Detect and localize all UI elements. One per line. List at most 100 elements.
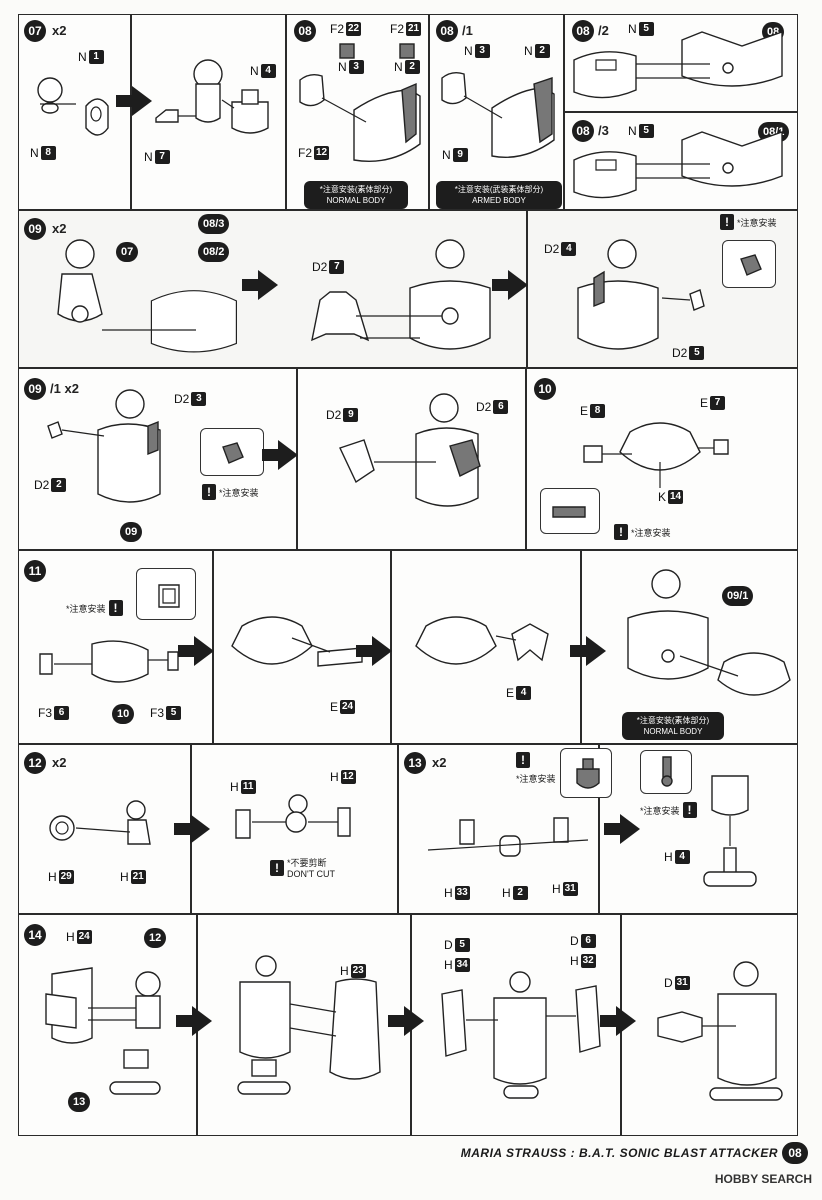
hip-with-e24: [231, 616, 363, 667]
hip-assembly: [583, 422, 729, 488]
caution-note-text: *注意安装: [516, 774, 556, 784]
caution-callout: [560, 748, 612, 798]
page-number: 08: [782, 1142, 808, 1164]
step-08-2-sub: /2: [598, 23, 609, 38]
step-09-1-number: 09: [24, 378, 46, 400]
ref-09: 09: [120, 522, 143, 542]
caution-note: !*注意安装: [720, 214, 777, 230]
ref-08-3: 08/3: [198, 214, 230, 234]
arrow-right-icon: [600, 1006, 636, 1036]
step-13-multiplier: x2: [432, 755, 447, 770]
small-part-icon: [576, 758, 600, 789]
step-09-panel: [18, 210, 798, 368]
armed-body-notice: *注意安装(武装素体部分)ARMED BODY: [436, 181, 562, 209]
ref-10: 10: [112, 704, 135, 724]
step-08-1-sub: /1: [462, 23, 473, 38]
joint-ball-part: [37, 77, 109, 136]
torso-with-side: [47, 389, 161, 503]
step-08-3-number: 08: [572, 120, 594, 142]
caution-callout: [540, 488, 600, 534]
step-10-number: 10: [534, 378, 556, 400]
step-12-multiplier: x2: [52, 755, 67, 770]
divider: [130, 14, 132, 210]
hip-side-parts: [39, 640, 179, 683]
torso-chest-plate: [339, 393, 481, 507]
step-11-number: 11: [24, 560, 46, 582]
ref-07: 07: [116, 242, 139, 262]
arrow-right-icon: [388, 1006, 424, 1036]
caution-note: !*注意安装: [202, 484, 259, 500]
small-part-icon: [661, 756, 673, 787]
small-part-icon: [552, 506, 586, 518]
step-13-number: 13: [404, 752, 426, 774]
step-08-number: 08: [294, 20, 316, 42]
step-07-multiplier: x2: [52, 23, 67, 38]
leg-cover-armed: [441, 71, 555, 158]
step-12-number: 12: [24, 752, 46, 774]
step-08-3-sub: /3: [598, 123, 609, 138]
normal-body-notice: *注意安装(素体部分)NORMAL BODY: [304, 181, 408, 209]
torso-assembly: [311, 239, 491, 350]
caution-callout: [136, 568, 196, 620]
step-08-2-number: 08: [572, 20, 594, 42]
torso-hip-assembly: [627, 569, 791, 696]
caution-note: *注意安装!: [640, 802, 697, 818]
normal-body-notice-2: *注意安装(素体部分)NORMAL BODY: [622, 712, 724, 740]
leg-cover-normal: [299, 43, 421, 162]
step-09-multiplier: x2: [52, 221, 67, 236]
arrow-right-icon: [242, 270, 278, 300]
ref-12: 12: [144, 928, 167, 948]
arrow-right-icon: [178, 636, 214, 666]
divider: [598, 744, 600, 914]
caution-note: !*注意安装: [614, 524, 671, 540]
waist-front-part-2: [573, 131, 783, 199]
caution-callout: [200, 428, 264, 476]
arrow-right-icon: [356, 636, 392, 666]
ref-09-1: 09/1: [722, 586, 754, 606]
caution-note: !: [516, 752, 530, 768]
caution-note: *注意安装!: [66, 600, 123, 616]
step-09-1-sub: /1 x2: [50, 381, 79, 396]
step-08-1-number: 08: [436, 20, 458, 42]
arrow-right-icon: [116, 86, 152, 116]
leg-frame-parts: [45, 967, 161, 1095]
leg-joint-parts: [427, 817, 589, 857]
small-part-icon: [222, 442, 244, 464]
torso-joint: [57, 239, 237, 353]
small-part-icon: [158, 584, 180, 608]
